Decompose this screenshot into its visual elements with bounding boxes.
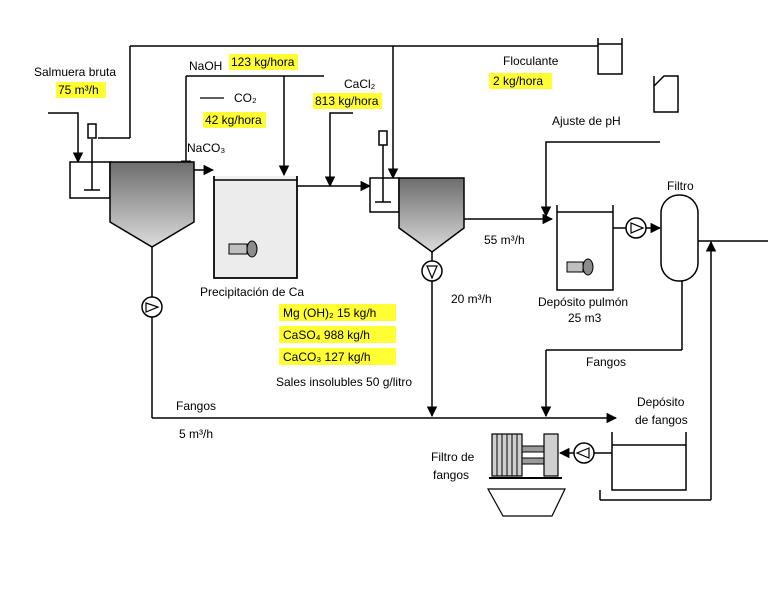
- ph-line: [540, 141, 660, 218]
- settler2-body: [398, 177, 465, 253]
- pump-fangos: [573, 442, 595, 464]
- pump-settler2: [421, 260, 443, 282]
- label-naoh-flow: 123 kg/hora: [231, 55, 295, 69]
- floculante-tank: [597, 38, 623, 75]
- label-co2: CO₂: [234, 91, 257, 105]
- label-flow-20: 20 m³/h: [451, 292, 492, 306]
- label-filtro: Filtro: [667, 179, 694, 193]
- precipitation-tank-walls: [213, 176, 298, 279]
- settler1-motor: [87, 123, 97, 139]
- label-deposito-pulmon-vol: 25 m3: [568, 311, 602, 325]
- label-naco3: NaCO₃: [187, 141, 225, 155]
- label-salmuera-bruta: Salmuera bruta: [34, 65, 116, 79]
- label-co2-flow: 42 kg/hora: [205, 113, 262, 127]
- cacl2-line: [324, 112, 353, 188]
- label-mgoh2: Mg (OH)₂ 15 kg/h: [283, 306, 376, 320]
- label-sales-insolubles: Sales insolubles 50 g/litro: [276, 375, 412, 389]
- hl-floculante-flow: [489, 73, 552, 89]
- precipitation-mixer-icon: [228, 240, 258, 258]
- filter-press-icon: [486, 433, 566, 517]
- label-flow-5: 5 m³/h: [179, 427, 213, 441]
- hl-naoh-flow: [229, 54, 298, 70]
- label-cacl2-flow: 813 kg/hora: [315, 94, 379, 108]
- label-flow-55: 55 m³/h: [484, 233, 525, 247]
- settler1-body: [109, 161, 195, 248]
- label-fangos-right: Fangos: [586, 355, 626, 369]
- hl-caco3: [279, 348, 396, 365]
- label-precipitacion: Precipitación de Ca: [200, 285, 304, 299]
- deposito-pulmon-tank: [556, 205, 614, 291]
- label-deposito-pulmon: Depósito pulmón: [538, 295, 628, 309]
- settler1-inlet-box: [69, 161, 111, 199]
- pump-settler1: [141, 296, 163, 318]
- hl-salmuera-flow: [56, 82, 106, 98]
- label-deposito-fangos-2: de fangos: [635, 413, 688, 427]
- precipitation-liquid: [215, 180, 296, 277]
- label-cacl2: CaCl₂: [344, 77, 376, 91]
- deposito-fangos-tank: [611, 432, 687, 491]
- ph-container: [653, 75, 679, 113]
- label-filtro-fangos-2: fangos: [433, 468, 469, 482]
- hl-mgoh2: [279, 304, 396, 321]
- label-salmuera-flow: 75 m³/h: [58, 83, 99, 97]
- settler2-inlet-box: [369, 177, 400, 213]
- salmuera-feed-line: [48, 112, 84, 164]
- label-naoh: NaOH: [189, 59, 222, 73]
- hl-co2-flow: [203, 112, 266, 128]
- settler2-motor: [378, 130, 388, 146]
- hl-caso4: [279, 326, 396, 343]
- label-ajuste-ph: Ajuste de pH: [552, 114, 621, 128]
- label-deposito-fangos-1: Depósito: [637, 395, 685, 409]
- label-filtro-fangos-1: Filtro de: [431, 450, 475, 464]
- filter-vessel: [660, 194, 699, 282]
- label-floculante-flow: 2 kg/hora: [493, 74, 543, 88]
- pump-pulmon: [625, 217, 647, 239]
- label-floculante: Floculante: [503, 54, 559, 68]
- label-caso4: CaSO₄ 988 kg/h: [283, 328, 370, 342]
- hl-cacl2-flow: [313, 93, 382, 109]
- pulmon-mixer-icon: [566, 258, 594, 276]
- label-caco3: CaCO₃ 127 kg/h: [283, 350, 371, 364]
- label-fangos-left: Fangos: [176, 399, 216, 413]
